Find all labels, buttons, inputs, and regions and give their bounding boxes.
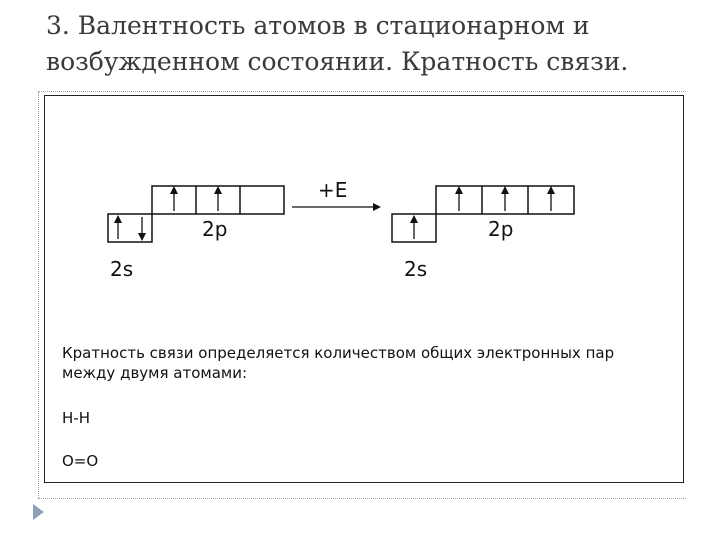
excited-2p-label: 2p [488,217,513,241]
top-divider [38,91,686,92]
ground-2p-label: 2p [202,217,227,241]
excited-2s-cell [391,213,437,243]
ground-2s-cell [107,213,153,243]
bond-order-text: Кратность связи определяется количеством… [62,343,672,383]
formula-h2: Н-Н [62,409,90,427]
bond-order-paragraph: Кратность связи определяется количеством… [62,344,615,382]
next-slide-arrow-icon[interactable] [33,504,44,520]
bottom-divider [38,498,686,499]
ground-2p-cells [151,185,285,215]
excited-2s-label: 2s [404,257,427,281]
excited-2p-cells [435,185,575,215]
slide-title: 3. Валентность атомов в стационарном и в… [46,11,629,76]
content-frame [44,95,684,483]
energy-label: +E [318,178,347,202]
ground-2s-label: 2s [110,257,133,281]
side-divider [38,92,39,498]
formula-o2: О=О [62,452,99,470]
